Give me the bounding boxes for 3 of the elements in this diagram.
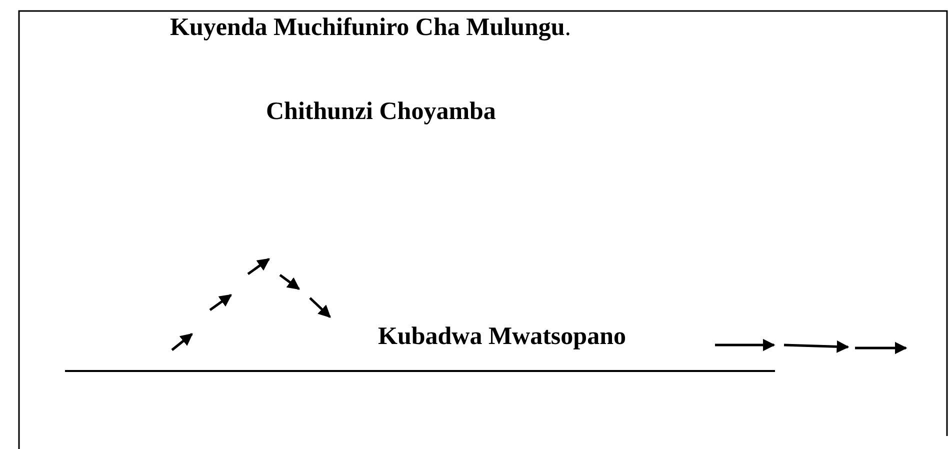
title: Kuyenda Muchifuniro Cha Mulungu. (170, 14, 572, 42)
heading: Chithunzi Choyamba (266, 98, 496, 126)
caption-text: Kubadwa Mwatsopano (378, 323, 626, 351)
